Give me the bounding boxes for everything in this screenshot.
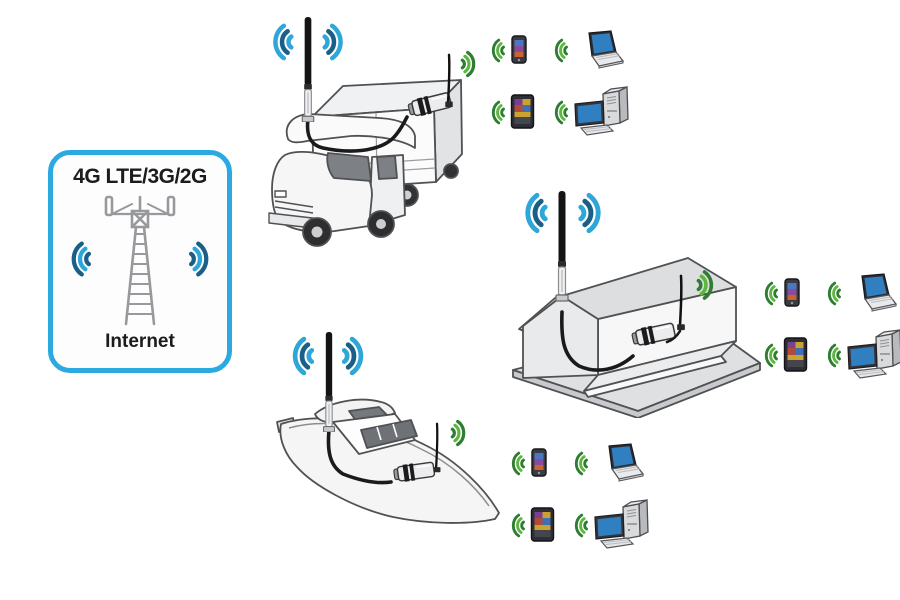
device-signal-waves-icon: [827, 343, 841, 367]
smartphone-with-signal: [507, 448, 548, 478]
tablet-icon: [783, 337, 808, 372]
device-signal-waves-icon: [764, 343, 778, 367]
device-signal-waves-icon: [511, 513, 525, 537]
desktop-computer-with-signal: [550, 86, 633, 138]
tablet-with-signal: [507, 507, 556, 543]
tower-waves-right-icon: [191, 244, 206, 275]
house-whip-cable: [665, 329, 682, 344]
house-signal-waves-left-icon: [528, 195, 545, 230]
boat-rebroadcast-waves-icon: [450, 419, 466, 447]
tower-waves-left-icon: [74, 244, 89, 275]
house-coax-cable: [559, 310, 635, 372]
tablet-with-signal: [487, 94, 536, 130]
internet-label: Internet: [105, 331, 175, 352]
laptop-with-signal: [570, 443, 645, 483]
boat-signal-waves-right-icon: [344, 339, 361, 373]
laptop-with-signal: [823, 273, 898, 313]
device-signal-waves-icon: [491, 38, 505, 62]
boat-scene: [276, 332, 500, 524]
desktop-computer-with-signal: [570, 499, 653, 551]
smartphone-icon: [511, 35, 527, 64]
house-scene: [512, 190, 761, 418]
device-signal-waves-icon: [574, 451, 588, 475]
boat-devices: [507, 443, 653, 551]
device-signal-waves-icon: [574, 513, 588, 537]
house-signal-waves-right-icon: [581, 195, 598, 230]
cell-tower-icon: [55, 195, 225, 326]
boat-signal-waves-left-icon: [295, 339, 312, 373]
house-cutaway-icon: [512, 257, 761, 418]
tablet-icon: [510, 94, 535, 129]
device-signal-waves-icon: [554, 100, 568, 124]
rv-coax-cable: [305, 115, 409, 153]
smartphone-icon: [784, 278, 800, 307]
device-signal-waves-icon: [764, 281, 778, 305]
house-devices: [760, 273, 900, 381]
smartphone-icon: [531, 448, 547, 477]
rv-outdoor-antenna-icon: [301, 17, 315, 122]
desktop-computer-icon: [574, 86, 629, 136]
laptop-icon: [861, 273, 898, 312]
rv-devices: [487, 30, 633, 138]
boat-icon: [276, 398, 500, 524]
device-signal-waves-icon: [511, 451, 525, 475]
boat-coax-cable: [326, 428, 393, 485]
laptop-icon: [608, 443, 645, 482]
house-outdoor-antenna-icon: [555, 190, 569, 302]
device-signal-waves-icon: [554, 38, 568, 62]
laptop-icon: [588, 30, 625, 69]
tower-structure: [104, 195, 176, 326]
network-label: 4G LTE/3G/2G: [73, 165, 207, 188]
desktop-computer-icon: [847, 329, 900, 379]
device-signal-waves-icon: [827, 281, 841, 305]
desktop-computer-icon: [594, 499, 649, 549]
rv-signal-waves-right-icon: [325, 26, 341, 58]
internet-source-panel: 4G LTE/3G/2G: [48, 150, 232, 373]
laptop-with-signal: [550, 30, 625, 70]
smartphone-with-signal: [760, 278, 801, 308]
rv-scene: [268, 17, 476, 247]
tablet-with-signal: [760, 337, 809, 373]
device-signal-waves-icon: [491, 100, 505, 124]
smartphone-with-signal: [487, 35, 528, 65]
rv-rebroadcast-waves-icon: [460, 50, 476, 78]
tablet-icon: [530, 507, 555, 542]
desktop-computer-with-signal: [823, 329, 900, 381]
rv-signal-waves-left-icon: [275, 26, 291, 58]
